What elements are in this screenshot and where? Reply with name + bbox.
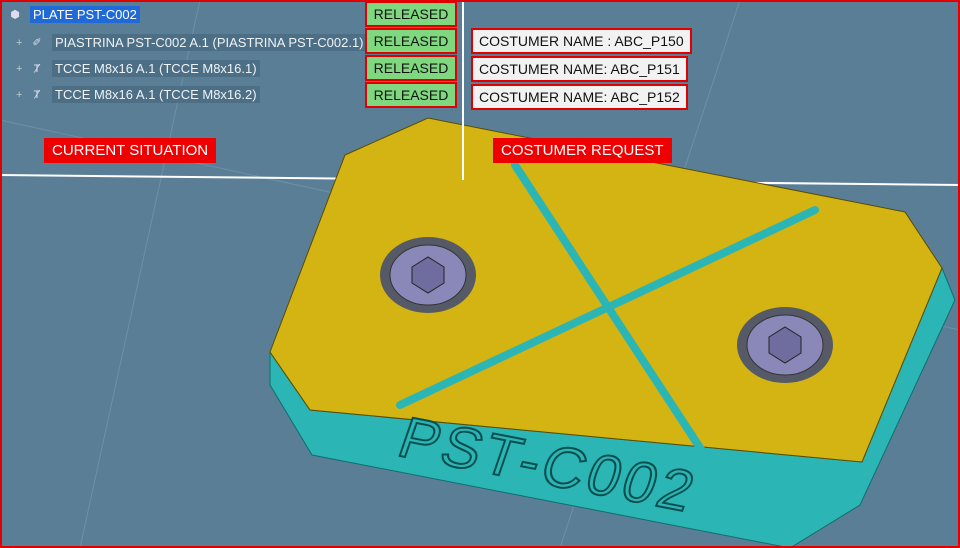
plate-model: PST-C002 [269,117,956,548]
status-badge: RELEASED [365,28,457,54]
tree-root-label: PLATE PST-C002 [30,6,140,23]
plate-top-face [269,117,943,463]
screw-2 [737,307,833,383]
status-badge: RELEASED [365,82,457,108]
product-icon: ⬢ [10,9,20,21]
expand-icon[interactable]: + [16,36,23,49]
current-situation-label: CURRENT SITUATION [44,138,217,163]
tree-node-label: TCCE M8x16 A.1 (TCCE M8x16.1) [52,60,260,77]
costumer-request-label: COSTUMER REQUEST [493,138,672,163]
expand-icon[interactable]: + [16,88,23,101]
status-badge: RELEASED [365,1,457,27]
vertical-divider [462,0,464,180]
screw-icon: Ⱦ [33,88,41,101]
tree-node[interactable]: + Ⱦ TCCE M8x16 A.1 (TCCE M8x16.1) [16,60,260,77]
expand-icon[interactable]: + [16,62,23,75]
screw-1 [380,237,476,313]
groove-lines [396,161,819,464]
tree-node[interactable]: + Ⱦ TCCE M8x16 A.1 (TCCE M8x16.2) [16,86,260,103]
screw-icon: Ⱦ [33,62,41,75]
tree-root[interactable]: ⬢ PLATE PST-C002 [8,6,140,23]
tree-node-label: TCCE M8x16 A.1 (TCCE M8x16.2) [52,86,260,103]
part-icon: ✐ [32,37,42,49]
customer-name-note: COSTUMER NAME: ABC_P152 [471,84,688,110]
customer-name-note: COSTUMER NAME : ABC_P150 [471,28,692,54]
customer-name-note: COSTUMER NAME: ABC_P151 [471,56,688,82]
tree-node-label: PIASTRINA PST-C002 A.1 (PIASTRINA PST-C0… [52,34,367,51]
status-badge: RELEASED [365,55,457,81]
tree-node[interactable]: + ✐ PIASTRINA PST-C002 A.1 (PIASTRINA PS… [16,34,367,51]
